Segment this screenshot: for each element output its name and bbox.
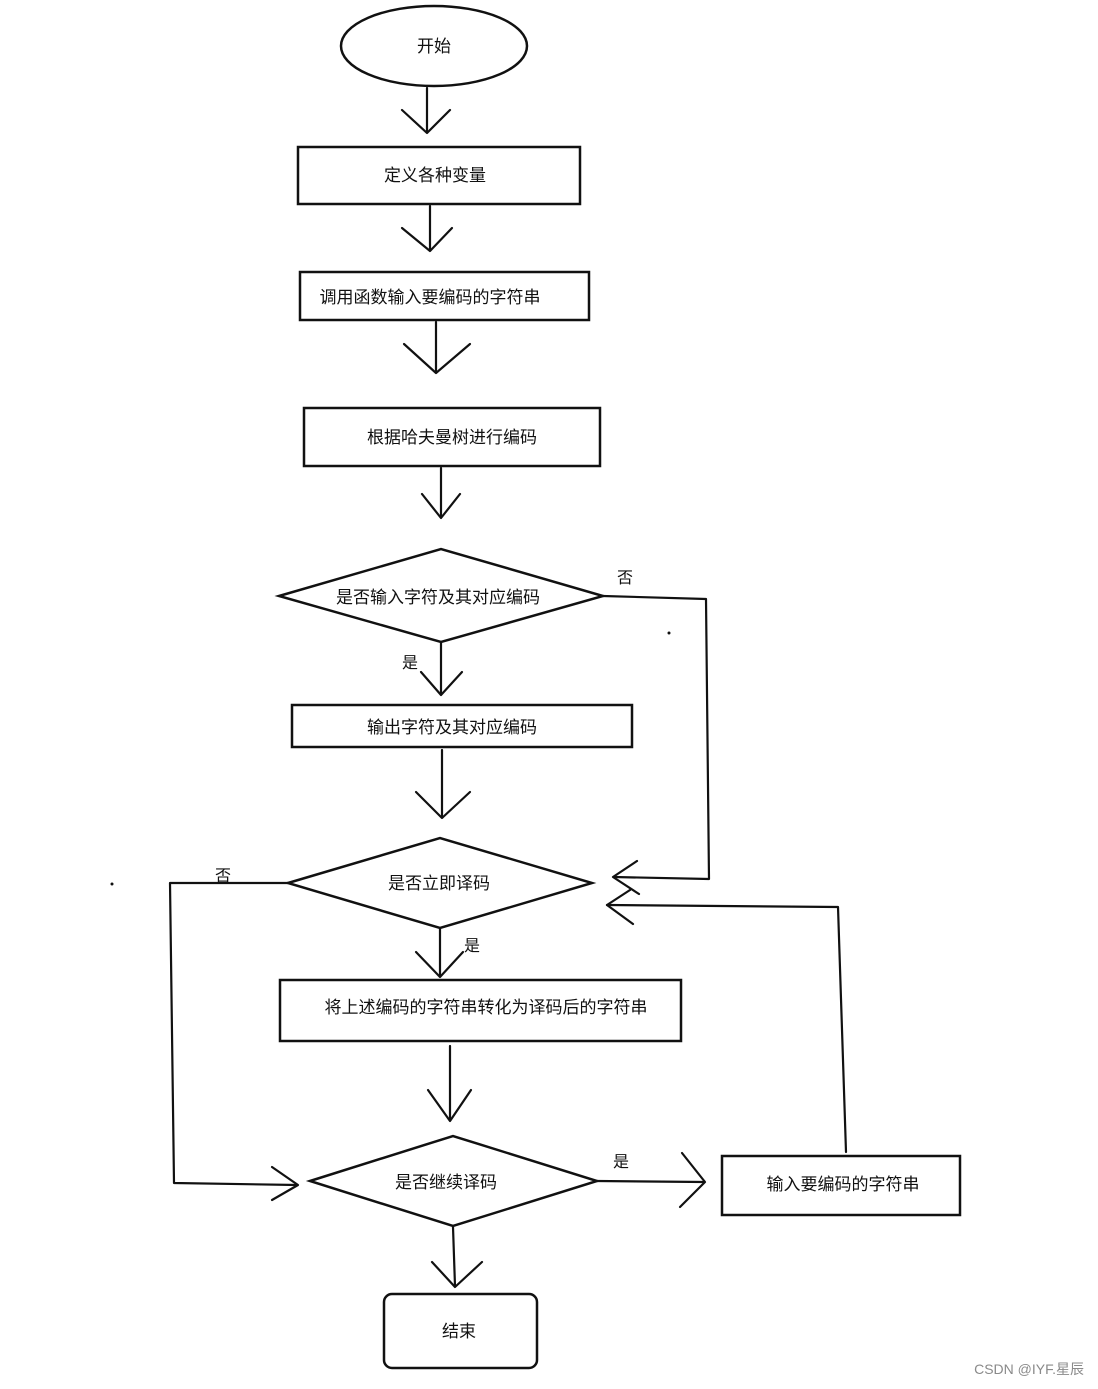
input-string-label: 调用函数输入要编码的字符串 [320, 288, 541, 308]
end-node: 结束 [382, 1292, 539, 1370]
arrow-output-to-decision2 [414, 748, 472, 820]
decision1-no-label: 否 [617, 568, 633, 587]
arrow-input-to-encode [402, 320, 472, 375]
arrow-decision1-no: 否 [601, 568, 711, 896]
define-vars-label: 定义各种变量 [384, 166, 486, 186]
output-codes-label: 输出字符及其对应编码 [367, 718, 537, 738]
decision-output-codes: 是否输入字符及其对应编码 [274, 547, 608, 644]
stray-dot [667, 631, 671, 635]
start-node: 开始 [339, 4, 529, 88]
convert-label: 将上述编码的字符串转化为译码后的字符串 [325, 998, 648, 1018]
input-again-label: 输入要编码的字符串 [767, 1175, 920, 1195]
output-codes-node: 输出字符及其对应编码 [290, 703, 634, 749]
start-label: 开始 [417, 37, 451, 57]
arrow-decision2-no: 否 [168, 866, 300, 1202]
decision-continue-label: 是否继续译码 [395, 1173, 497, 1193]
decision-decode-now-label: 是否立即译码 [388, 874, 490, 894]
arrow-input-again-to-decision2 [605, 888, 848, 1154]
decision2-no-label: 否 [215, 866, 231, 885]
decision-decode-now: 是否立即译码 [283, 836, 597, 930]
decision3-yes-label: 是 [613, 1152, 629, 1171]
stray-dot [110, 882, 114, 886]
arrow-encode-to-decision1 [420, 466, 462, 520]
define-vars-node: 定义各种变量 [296, 145, 582, 206]
end-label: 结束 [442, 1322, 476, 1342]
convert-node: 将上述编码的字符串转化为译码后的字符串 [278, 978, 683, 1043]
arrow-convert-to-decision3 [426, 1044, 473, 1123]
encode-label: 根据哈夫曼树进行编码 [367, 428, 537, 448]
input-string-node: 调用函数输入要编码的字符串 [298, 270, 591, 322]
arrow-define-to-input [400, 204, 454, 253]
arrow-decision2-yes: 是 [414, 927, 480, 979]
decision1-yes-label: 是 [402, 653, 418, 672]
input-again-node: 输入要编码的字符串 [720, 1154, 962, 1217]
arrow-decision1-yes: 是 [402, 641, 464, 697]
arrow-start-to-define [400, 86, 452, 135]
encode-node: 根据哈夫曼树进行编码 [302, 406, 602, 468]
watermark: CSDN @IYF.星辰 [974, 1361, 1084, 1377]
decision-output-codes-label: 是否输入字符及其对应编码 [336, 588, 540, 608]
decision2-yes-label: 是 [464, 936, 480, 955]
arrow-decision3-to-end [430, 1225, 484, 1289]
arrow-decision3-yes: 是 [595, 1151, 707, 1209]
decision-continue: 是否继续译码 [305, 1134, 602, 1228]
